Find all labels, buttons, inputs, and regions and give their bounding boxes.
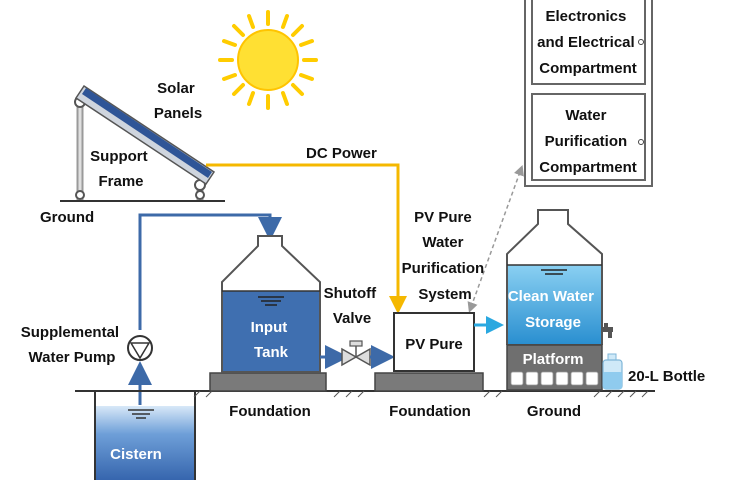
foundation-mid-slab: [374, 372, 484, 392]
clean-water-storage-tank: [506, 209, 603, 345]
input-tank: [221, 235, 321, 373]
cistern: [94, 392, 196, 480]
solar-panels-label: Solar Panels: [154, 80, 202, 122]
ground-right-label: Ground: [527, 403, 581, 420]
input-tank-label: Input Tank: [251, 319, 292, 361]
platform-label: Platform: [523, 351, 584, 368]
solar-panel: [74, 84, 216, 186]
foundation-left-label: Foundation: [229, 403, 311, 420]
solar-panel-assembly: [60, 84, 225, 202]
control-cabinet: [524, 0, 653, 187]
pv-pure-box-label: PV Pure: [405, 336, 463, 353]
water-bottle-icon: [602, 353, 623, 390]
electronics-compartment: [531, 0, 646, 85]
foundation-left-slab: [209, 372, 327, 392]
pv-pure-box: [393, 312, 475, 372]
foundation-mid-label: Foundation: [389, 403, 471, 420]
platform: [506, 344, 603, 391]
cistern-label: Cistern: [110, 446, 162, 463]
water-purification-compartment-label: Water Purification Compartment: [539, 107, 637, 176]
supplemental-pump-label: Supplemental Water Pump: [21, 324, 124, 366]
water-purification-compartment: [531, 93, 646, 181]
cabinet-link-dashed: [467, 164, 524, 313]
dc-power-label: DC Power: [306, 145, 377, 162]
valve-icon: [341, 340, 371, 367]
ground-left-label: Ground: [40, 209, 94, 226]
dc-power-wire: [206, 163, 407, 314]
bottle-label: 20-L Bottle: [628, 368, 705, 385]
faucet-icon: [601, 323, 613, 338]
clean-water-storage-label: Clean Water Storage: [508, 288, 598, 331]
supply-pipe: [138, 213, 282, 330]
electronics-compartment-label: Electronics and Electrical Compartment: [537, 8, 639, 77]
ground-hatching: [193, 390, 649, 398]
support-frame-label: Support Frame: [90, 148, 152, 190]
shutoff-valve-label: Shutoff Valve: [324, 285, 381, 327]
pv-pure-system-label: PV Pure Water Purification System: [402, 209, 489, 303]
sun-icon: [218, 10, 318, 110]
pump-icon: [127, 335, 153, 361]
